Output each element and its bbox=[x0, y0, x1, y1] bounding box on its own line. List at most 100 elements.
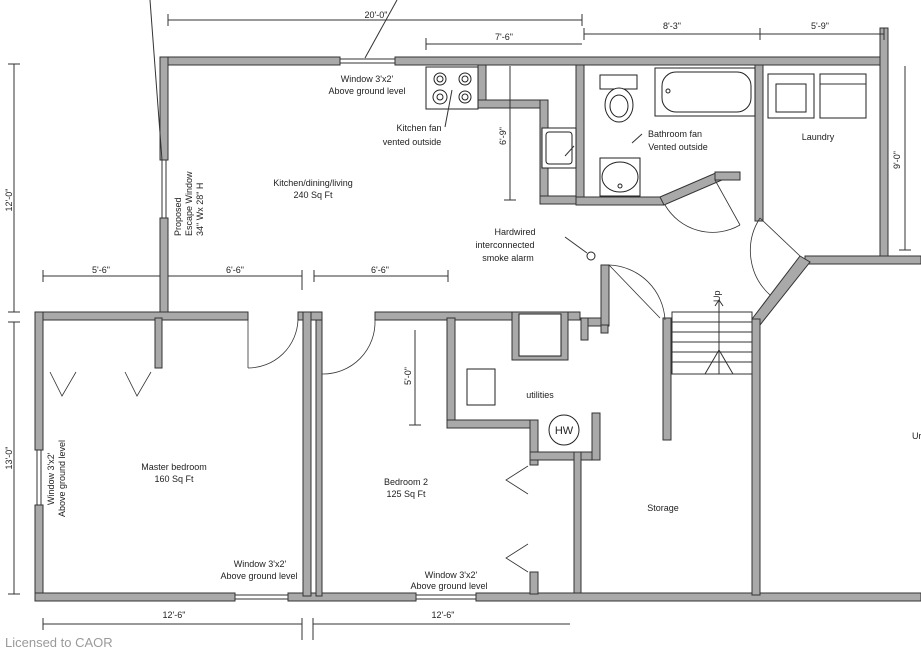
master-closet-bifold-2 bbox=[124, 371, 152, 397]
door-master bbox=[247, 319, 299, 369]
dimensions: 20'-0" 7'-6" 8'-3" 5'-9" 12'-0" 13'-0" 6… bbox=[4, 10, 911, 640]
storage-closet-bifold-2 bbox=[505, 543, 529, 573]
wall-utilities-left bbox=[446, 317, 456, 429]
smoke-alarm-line2: interconnected bbox=[475, 240, 534, 250]
kitchen-fan-line1: Kitchen fan bbox=[396, 123, 441, 133]
wall-bath-diagonal bbox=[659, 171, 723, 206]
utility-box bbox=[466, 368, 496, 406]
window-bm-line1: Window 3'x2' bbox=[425, 570, 478, 580]
bedroom2-name: Bedroom 2 bbox=[384, 477, 428, 487]
utilities-label: utilities bbox=[526, 390, 554, 400]
wall-bath-right bbox=[754, 64, 764, 222]
water-heater bbox=[548, 414, 580, 446]
wall-utilities-bottom bbox=[446, 419, 538, 429]
master-name: Master bedroom bbox=[141, 462, 207, 472]
bedroom2-area: 125 Sq Ft bbox=[386, 489, 426, 499]
smoke-alarm-line3: smoke alarm bbox=[482, 253, 534, 263]
wall-kitchen-counter-turn bbox=[477, 99, 541, 109]
notes: Window 3'x2' Above ground level Kitchen … bbox=[46, 0, 708, 591]
dim-bottom-a: 12'-6" bbox=[163, 610, 186, 620]
stove bbox=[425, 66, 479, 110]
dryer bbox=[819, 73, 867, 119]
dim-bath-width: 8'-3" bbox=[663, 21, 681, 31]
dim-laundry-width: 5'-9" bbox=[811, 21, 829, 31]
wall-master-left-lower bbox=[34, 504, 44, 602]
wall-hall-post bbox=[600, 264, 610, 326]
window-bl-line2: Above ground level bbox=[220, 571, 297, 581]
wall-small-stub-2 bbox=[580, 317, 589, 341]
dim-utility-depth: 5'-0" bbox=[403, 367, 413, 385]
wall-bottom-a bbox=[34, 592, 236, 602]
dim-left-lower: 13'-0" bbox=[4, 447, 14, 470]
storage-label: Storage bbox=[647, 503, 679, 513]
wall-bedroom-divider bbox=[302, 311, 312, 597]
stairs: Up bbox=[671, 290, 753, 375]
fixtures: HW bbox=[425, 66, 867, 446]
toilet-tank bbox=[599, 74, 638, 90]
wall-closet-top bbox=[529, 451, 593, 461]
wall-bath-diagonal-2 bbox=[714, 171, 741, 181]
escape-window-line3: 34" Wx 28" H bbox=[195, 183, 205, 236]
wall-closet-right bbox=[573, 451, 582, 594]
wall-stair-left bbox=[662, 317, 672, 441]
water-heater-label: HW bbox=[555, 425, 574, 437]
wall-bath-left bbox=[575, 64, 585, 206]
wall-kitchen-counter-bottom bbox=[539, 195, 581, 205]
stairs-up-label: Up bbox=[712, 290, 722, 302]
smoke-alarm-line1: Hardwired bbox=[494, 227, 535, 237]
wall-closet-stub bbox=[529, 571, 539, 595]
wall-master-closet bbox=[154, 317, 163, 369]
wall-bottom-b bbox=[287, 592, 417, 602]
kitchen-name: Kitchen/dining/living bbox=[273, 178, 353, 188]
doors bbox=[49, 179, 801, 573]
wall-stair-diagonal bbox=[751, 255, 811, 326]
wall-bedroom-top-left bbox=[34, 311, 249, 321]
dim-laundry-depth: 9'-0" bbox=[892, 151, 902, 169]
wall-right-laundry bbox=[879, 27, 889, 264]
escape-window-line1: Proposed bbox=[173, 197, 183, 236]
dim-left-upper: 12'-0" bbox=[4, 189, 14, 212]
door-bedroom2 bbox=[321, 319, 376, 375]
master-closet-bifold-1 bbox=[49, 371, 77, 397]
door-laundry bbox=[749, 217, 801, 296]
dim-hall-c: 6'-6" bbox=[371, 265, 389, 275]
wall-bedroom-top-right bbox=[374, 311, 581, 321]
door-hall bbox=[608, 264, 666, 321]
storage-closet-bifold-1 bbox=[505, 465, 529, 495]
wall-utilities-step bbox=[529, 419, 539, 466]
wall-bedroom-divider-2 bbox=[315, 319, 323, 597]
wall-storage-right bbox=[751, 318, 761, 596]
watermark: Licensed to CAOR bbox=[5, 635, 113, 650]
window-top-line1: Window 3'x2' bbox=[341, 74, 394, 84]
walls bbox=[34, 27, 921, 602]
furnace-box bbox=[518, 313, 562, 357]
dim-bottom-b: 12'-6" bbox=[432, 610, 455, 620]
door-bath bbox=[664, 179, 741, 233]
room-labels: Kitchen/dining/living 240 Sq Ft Master b… bbox=[141, 132, 921, 513]
kitchen-area: 240 Sq Ft bbox=[293, 190, 333, 200]
laundry-label: Laundry bbox=[802, 132, 835, 142]
master-area: 160 Sq Ft bbox=[154, 474, 194, 484]
escape-window-line2: Escape Window bbox=[184, 171, 194, 236]
smoke-alarm-icon bbox=[586, 251, 596, 261]
wall-bottom-c bbox=[475, 592, 921, 602]
bathroom-fan-line1: Bathroom fan bbox=[648, 129, 702, 139]
wall-top-right bbox=[394, 56, 889, 66]
wall-kitchen-left-upper bbox=[159, 56, 169, 161]
wall-laundry-bottom bbox=[804, 255, 921, 265]
wall-bath-bottom bbox=[575, 196, 665, 206]
windows bbox=[36, 58, 476, 600]
kitchen-fan-line2: vented outside bbox=[383, 137, 442, 147]
window-top-line2: Above ground level bbox=[328, 86, 405, 96]
wall-master-left-upper bbox=[34, 311, 44, 451]
dim-kitchen-counter: 7'-6" bbox=[495, 32, 513, 42]
window-bm-line2: Above ground level bbox=[410, 581, 487, 591]
bathroom-fan-line2: Vented outside bbox=[648, 142, 708, 152]
window-left-line2: Above ground level bbox=[57, 440, 67, 517]
unfinished-label: Ur bbox=[912, 431, 921, 441]
dim-hall-a: 5'-6" bbox=[92, 265, 110, 275]
dim-kitchen-depth: 6'-9" bbox=[498, 127, 508, 145]
wall-top-left bbox=[159, 56, 341, 66]
wall-kitchen-left-lower bbox=[159, 217, 169, 319]
